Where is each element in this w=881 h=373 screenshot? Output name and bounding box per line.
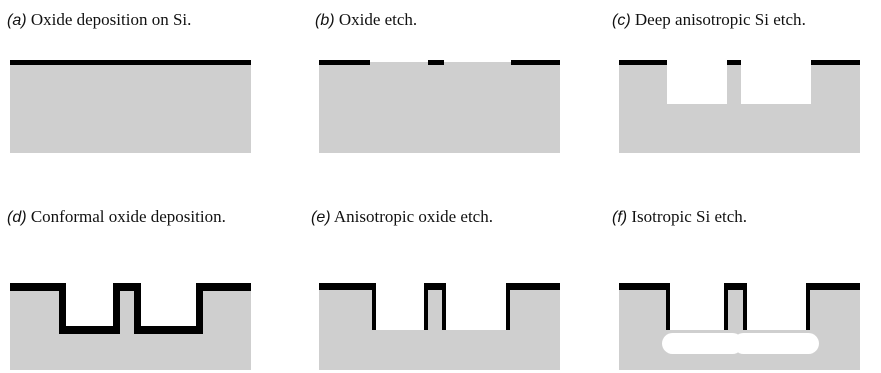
oxide-mask-right	[511, 60, 560, 65]
silicon-substrate	[10, 62, 251, 153]
panel-f-cross-section	[619, 283, 860, 370]
conformal-oxide	[10, 283, 251, 334]
caption-c: (c) Deep anisotropic Si etch.	[612, 10, 806, 29]
silicon-substrate	[619, 287, 860, 370]
isotropic-cavity-right	[733, 333, 819, 354]
panel-a-cross-section	[10, 60, 251, 153]
oxide-mask-left	[319, 60, 370, 65]
isotropic-cavity-left	[662, 333, 743, 354]
oxide-mask-left	[619, 60, 667, 65]
oxide-sidewalls-right	[506, 283, 560, 330]
oxide-sidewalls-left	[619, 283, 670, 330]
silicon-substrate	[619, 63, 860, 153]
panel-e-cross-section	[319, 283, 560, 370]
oxide-sidewalls-right	[806, 283, 860, 330]
oxide-pillar-cap	[724, 283, 747, 330]
silicon-substrate	[319, 62, 560, 153]
silicon-substrate	[319, 287, 560, 370]
caption-a: (a) Oxide deposition on Si.	[7, 10, 192, 29]
caption-b: (b) Oxide etch.	[315, 10, 418, 29]
panel-b-cross-section	[319, 60, 560, 153]
oxide-pillar-cap	[424, 283, 446, 330]
caption-d: (d) Conformal oxide deposition.	[7, 207, 226, 226]
panel-d-cross-section	[10, 283, 251, 370]
silicon-substrate	[10, 287, 251, 370]
oxide-sidewalls-left	[319, 283, 376, 330]
panel-c-cross-section	[619, 60, 860, 153]
oxide-mask-middle	[727, 60, 741, 65]
oxide-layer	[10, 60, 251, 65]
oxide-mask-right	[811, 60, 860, 65]
caption-e: (e) Anisotropic oxide etch.	[311, 207, 493, 226]
caption-f: (f) Isotropic Si etch.	[612, 207, 748, 226]
oxide-mask-middle	[428, 60, 444, 65]
